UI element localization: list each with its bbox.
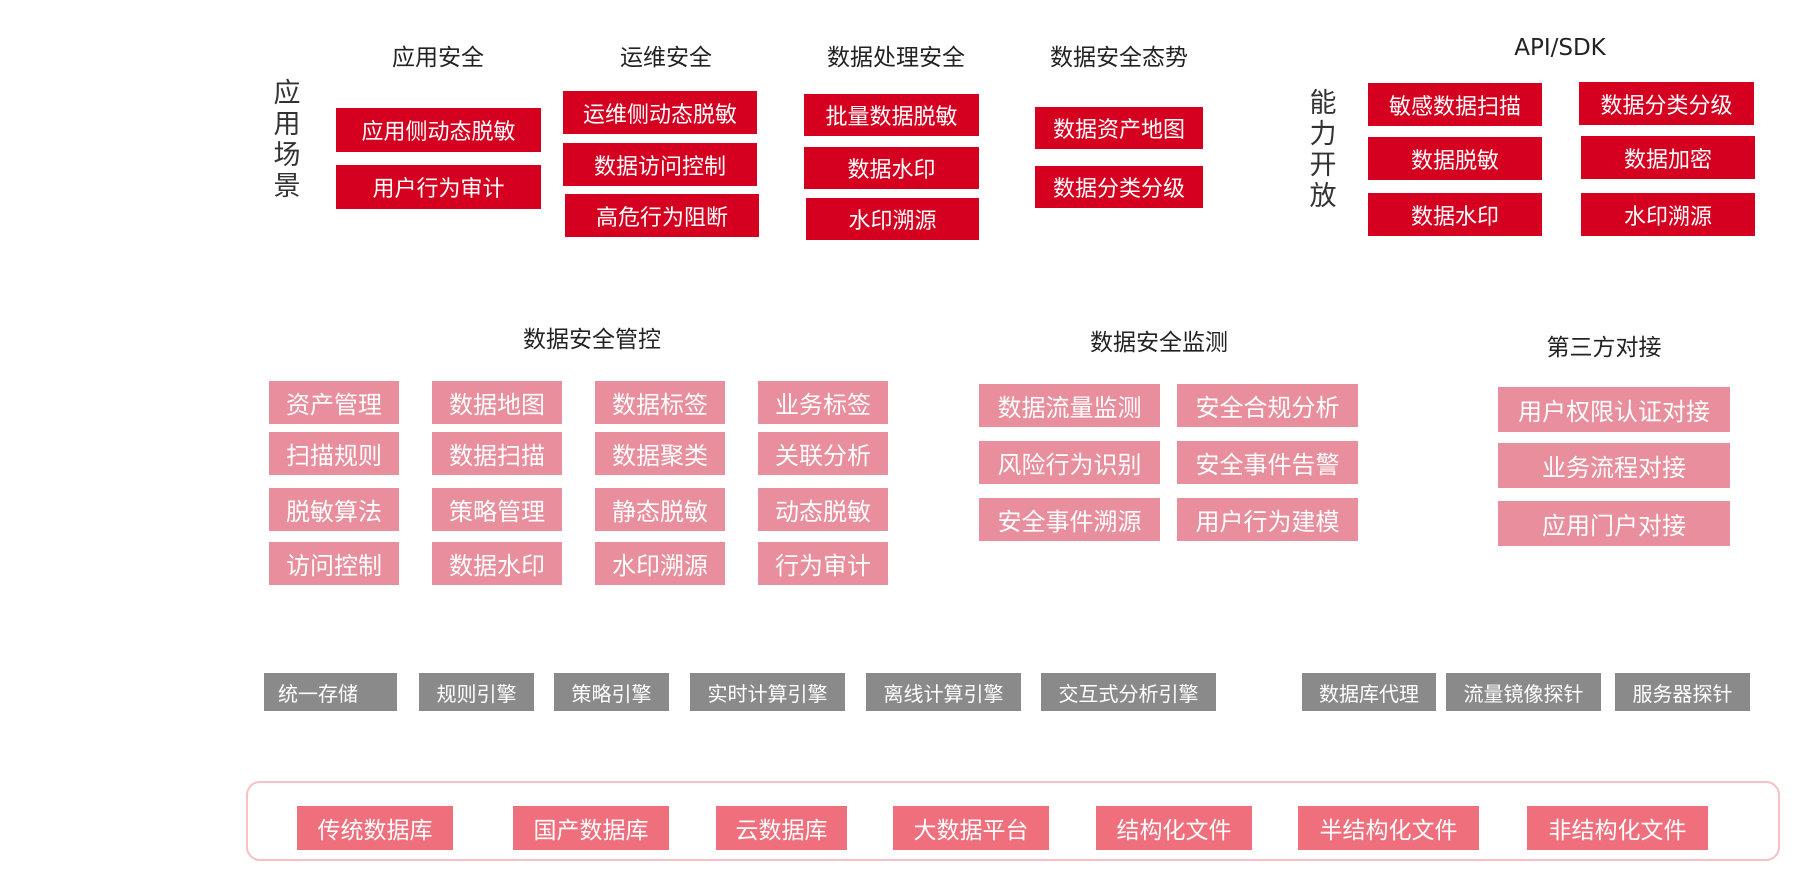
engine-item: 交互式分析引擎 [1041, 673, 1216, 711]
vertical-char: 用 [273, 109, 301, 140]
engine-item: 离线计算引擎 [866, 673, 1021, 711]
group-title-ops-security: 运维安全 [620, 45, 712, 71]
open-capability-item: 数据加密 [1581, 136, 1755, 179]
engine-item: 规则引擎 [419, 673, 534, 711]
data-security-control-title: 数据安全管控 [523, 327, 661, 353]
capability-layer-label: 能力层 [40, 423, 155, 467]
monitoring-item: 用户行为建模 [1177, 498, 1358, 541]
probe-item: 服务器探针 [1615, 673, 1750, 711]
protected-object-item: 半结构化文件 [1298, 806, 1479, 850]
protected-object-item: 结构化文件 [1096, 806, 1252, 850]
open-capability-vertical-label: 能 力 开 放 [1308, 88, 1338, 212]
open-capability-item: 敏感数据扫描 [1368, 83, 1542, 126]
vertical-char: 景 [273, 171, 301, 202]
control-item: 关联分析 [758, 432, 888, 475]
control-item: 数据水印 [432, 542, 562, 585]
control-item: 行为审计 [758, 542, 888, 585]
open-capability-item: 数据水印 [1368, 193, 1542, 236]
engine-item: 统一存储 [264, 673, 397, 711]
ops-security-item: 数据访问控制 [563, 143, 757, 186]
control-item: 访问控制 [269, 542, 399, 585]
third-party-item: 用户权限认证对接 [1498, 387, 1730, 432]
third-party-item: 应用门户对接 [1498, 501, 1730, 546]
data-posture-item: 数据资产地图 [1035, 107, 1203, 149]
control-item: 数据地图 [432, 381, 562, 424]
open-capability-item: 数据脱敏 [1368, 137, 1542, 180]
data-processing-item: 数据水印 [804, 147, 979, 189]
vertical-char: 应 [273, 78, 301, 109]
engine-item: 策略引擎 [554, 673, 669, 711]
protected-object-item: 云数据库 [716, 806, 847, 850]
monitoring-item: 数据流量监测 [979, 384, 1160, 427]
protection-layer-label: 防护对象 [32, 794, 185, 838]
open-capability-item: 水印溯源 [1581, 193, 1755, 236]
protected-object-item: 传统数据库 [297, 806, 453, 850]
vertical-char: 能 [1309, 88, 1337, 119]
third-party-item: 业务流程对接 [1498, 443, 1730, 488]
api-sdk-title: API/SDK [1514, 35, 1606, 61]
data-security-monitoring-title: 数据安全监测 [1090, 330, 1228, 356]
application-layer-label: 应用层 [40, 93, 155, 137]
vertical-char: 场 [273, 140, 301, 171]
control-item: 动态脱敏 [758, 488, 888, 531]
control-item: 数据标签 [595, 381, 725, 424]
vertical-char: 力 [1309, 119, 1337, 150]
group-title-data-security-posture: 数据安全态势 [1050, 45, 1188, 71]
probe-item: 数据库代理 [1302, 673, 1436, 711]
data-processing-item: 水印溯源 [806, 198, 979, 240]
vertical-char: 开 [1309, 150, 1337, 181]
protected-object-item: 国产数据库 [513, 806, 669, 850]
data-processing-item: 批量数据脱敏 [804, 94, 979, 136]
ops-security-item: 高危行为阻断 [565, 194, 759, 237]
control-item: 脱敏算法 [269, 488, 399, 531]
monitoring-item: 风险行为识别 [979, 441, 1160, 484]
control-item: 水印溯源 [595, 542, 725, 585]
application-scenarios-vertical-label: 应 用 场 景 [272, 78, 302, 202]
control-item: 扫描规则 [269, 432, 399, 475]
group-title-data-processing-security: 数据处理安全 [827, 45, 965, 71]
data-posture-item: 数据分类分级 [1035, 166, 1203, 208]
app-security-item: 应用侧动态脱敏 [336, 108, 541, 152]
probe-item: 流量镜像探针 [1446, 673, 1601, 711]
protected-object-item: 大数据平台 [893, 806, 1049, 850]
control-item: 数据聚类 [595, 432, 725, 475]
monitoring-item: 安全事件溯源 [979, 498, 1160, 541]
control-item: 业务标签 [758, 381, 888, 424]
vertical-char: 放 [1309, 181, 1337, 212]
control-item: 策略管理 [432, 488, 562, 531]
platform-layer-label: 基础平台 [32, 662, 185, 706]
group-title-application-security: 应用安全 [392, 45, 484, 71]
control-item: 资产管理 [269, 381, 399, 424]
app-security-item: 用户行为审计 [336, 165, 541, 209]
third-party-integration-title: 第三方对接 [1546, 335, 1662, 361]
open-capability-item: 数据分类分级 [1579, 82, 1754, 125]
monitoring-item: 安全合规分析 [1177, 384, 1358, 427]
engine-item: 实时计算引擎 [690, 673, 845, 711]
control-item: 静态脱敏 [595, 488, 725, 531]
protected-object-item: 非结构化文件 [1527, 806, 1708, 850]
monitoring-item: 安全事件告警 [1177, 441, 1358, 484]
ops-security-item: 运维侧动态脱敏 [563, 91, 757, 134]
control-item: 数据扫描 [432, 432, 562, 475]
